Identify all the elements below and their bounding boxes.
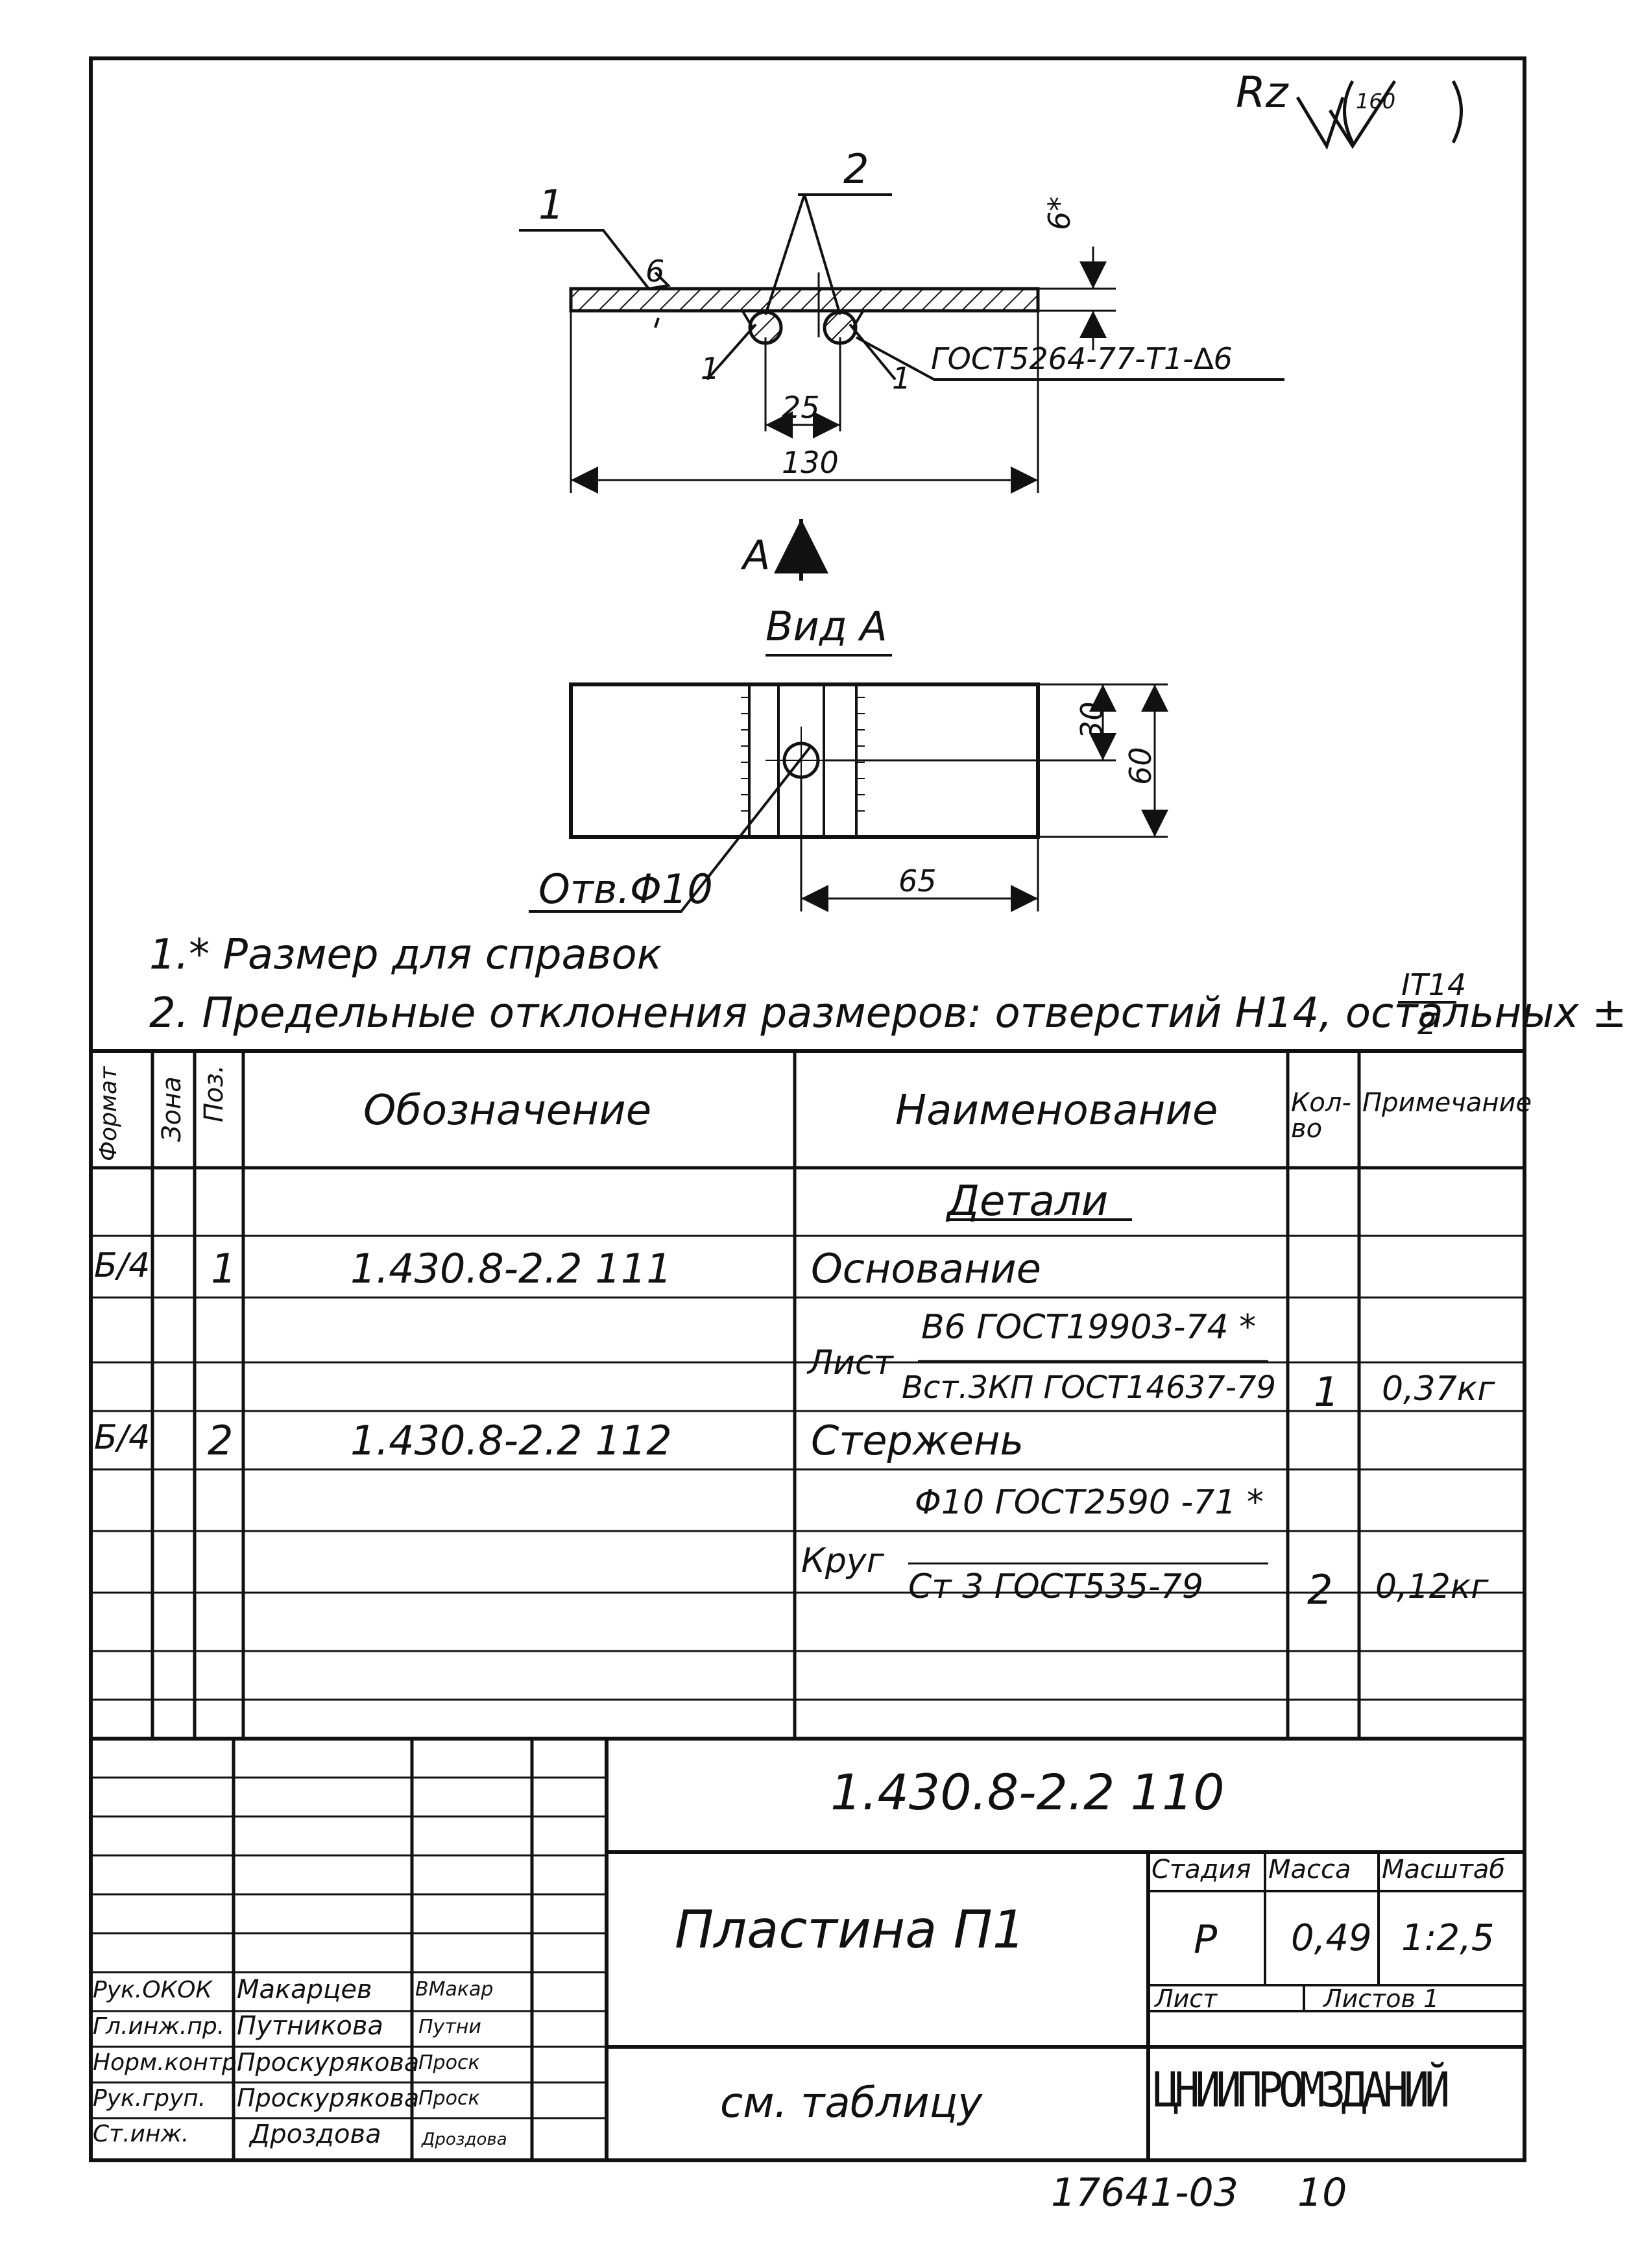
row3-format: Б/4 (94, 1418, 151, 1457)
staff-role-1: Рук.ОКОК (93, 1977, 212, 2003)
row3-designation: 1.430.8-2.2 112 (350, 1417, 672, 1464)
hdr-designation: Обозначение (363, 1087, 652, 1135)
view-title: Вид А (765, 603, 887, 650)
page-number: 10 (1297, 2170, 1347, 2215)
callout-pos1: 1 (538, 181, 564, 228)
note-2: 2. Предельные отклонения размеров: отвер… (149, 989, 1627, 1037)
row2-material-word: Лист (808, 1344, 893, 1382)
part-name: Пластина П1 (675, 1900, 1026, 1960)
org-name: ЦНИИПРОМЗДАНИЙ (1153, 2062, 1450, 2118)
dim-65: 65 (898, 863, 937, 899)
row1-name: Основание (811, 1245, 1041, 1292)
staff-name-1: Макарцев (237, 1975, 372, 2005)
archive-number: 17641-03 (1051, 2170, 1238, 2215)
material-ref: см. таблицу (720, 2079, 983, 2127)
weld-size: 6 (645, 254, 665, 289)
dim-60: 60 (1123, 747, 1158, 785)
row2-note: 0,37кг (1382, 1369, 1495, 1408)
mass-label: Масса (1268, 1855, 1351, 1885)
staff-name-3: Проскурякова (237, 2048, 420, 2077)
dim-130: 130 (782, 445, 839, 480)
row3-name: Стержень (811, 1417, 1024, 1464)
note-1: 1.* Размер для справок (149, 931, 662, 979)
staff-sign-4: Проск (418, 2087, 480, 2110)
weld-label-a: 1 (701, 351, 720, 386)
hdr-name: Наименование (895, 1087, 1218, 1135)
staff-role-5: Ст.инж. (93, 2121, 189, 2147)
staff-role-4: Рук.груп. (93, 2085, 206, 2112)
sheet-label: Лист (1155, 1984, 1218, 2013)
staff-sign-2: Путни (418, 2016, 481, 2038)
scale-value: 1:2,5 (1401, 1917, 1495, 1959)
note-frac-num: IT14 (1401, 967, 1467, 1002)
stage-label: Стадия (1151, 1855, 1251, 1885)
staff-sign-1: ВМакар (415, 1978, 494, 2001)
plate-section (569, 287, 1040, 313)
roughness-symbol: Rz (1236, 67, 1288, 117)
roughness-icon (1328, 80, 1397, 149)
hdr-zone: Зона (157, 1076, 187, 1142)
row1-format: Б/4 (94, 1246, 151, 1285)
staff-sign-3: Проск (418, 2051, 480, 2074)
staff-sign-5: Дроздова (422, 2130, 507, 2149)
hdr-format: Формат (95, 1066, 122, 1161)
row1-designation: 1.430.8-2.2 111 (350, 1245, 672, 1292)
row4-note: 0,12кг (1375, 1567, 1489, 1606)
row4-material-word: Круг (801, 1541, 885, 1580)
row4-mat-top: Φ10 ГОСТ2590 -71 * (915, 1483, 1264, 1522)
hdr-qty: Кол-во (1291, 1088, 1351, 1144)
row4-qty: 2 (1307, 1566, 1333, 1613)
staff-name-5: Дроздова (250, 2119, 381, 2149)
mass-value: 0,49 (1291, 1917, 1372, 1959)
dim-25: 25 (782, 390, 820, 425)
stage-value: Р (1194, 1917, 1218, 1962)
dim-30: 30 (1074, 701, 1109, 740)
roughness-value: 160 (1356, 89, 1396, 114)
hole-label: Отв.Φ10 (538, 865, 713, 913)
sheet-frame (89, 56, 1526, 2162)
staff-name-4: Проскурякова (237, 2084, 420, 2112)
scale-label: Масштаб (1382, 1855, 1506, 1885)
callout-pos2: 2 (843, 145, 869, 193)
hdr-pos: Поз. (199, 1065, 229, 1122)
note-frac-den: 2 (1417, 1006, 1437, 1041)
weld-standard: ГОСТ5264-77-Т1-∆6 (931, 341, 1233, 376)
weld-label-b: 1 (892, 361, 911, 396)
doc-number: 1.430.8-2.2 110 (830, 1763, 1225, 1821)
sheets-label: Листов 1 (1323, 1984, 1440, 2013)
row2-qty: 1 (1314, 1368, 1340, 1416)
row1-pos: 1 (211, 1245, 237, 1292)
row2-mat-bot: Вст.3КП ГОСТ14637-79 (902, 1369, 1276, 1406)
staff-name-2: Путникова (237, 2011, 383, 2041)
row3-pos: 2 (208, 1417, 234, 1464)
section-title: Детали (947, 1177, 1109, 1225)
staff-role-3: Норм.контр. (93, 2049, 245, 2076)
row4-mat-bot: Ст 3 ГОСТ535-79 (908, 1567, 1203, 1606)
view-marker: А (743, 531, 771, 579)
row2-mat-top: В6 ГОСТ19903-74 * (921, 1308, 1257, 1347)
hdr-note: Примечание (1362, 1088, 1532, 1118)
dim-thickness: 6* (1042, 196, 1077, 230)
staff-role-2: Гл.инж.пр. (93, 2013, 225, 2040)
